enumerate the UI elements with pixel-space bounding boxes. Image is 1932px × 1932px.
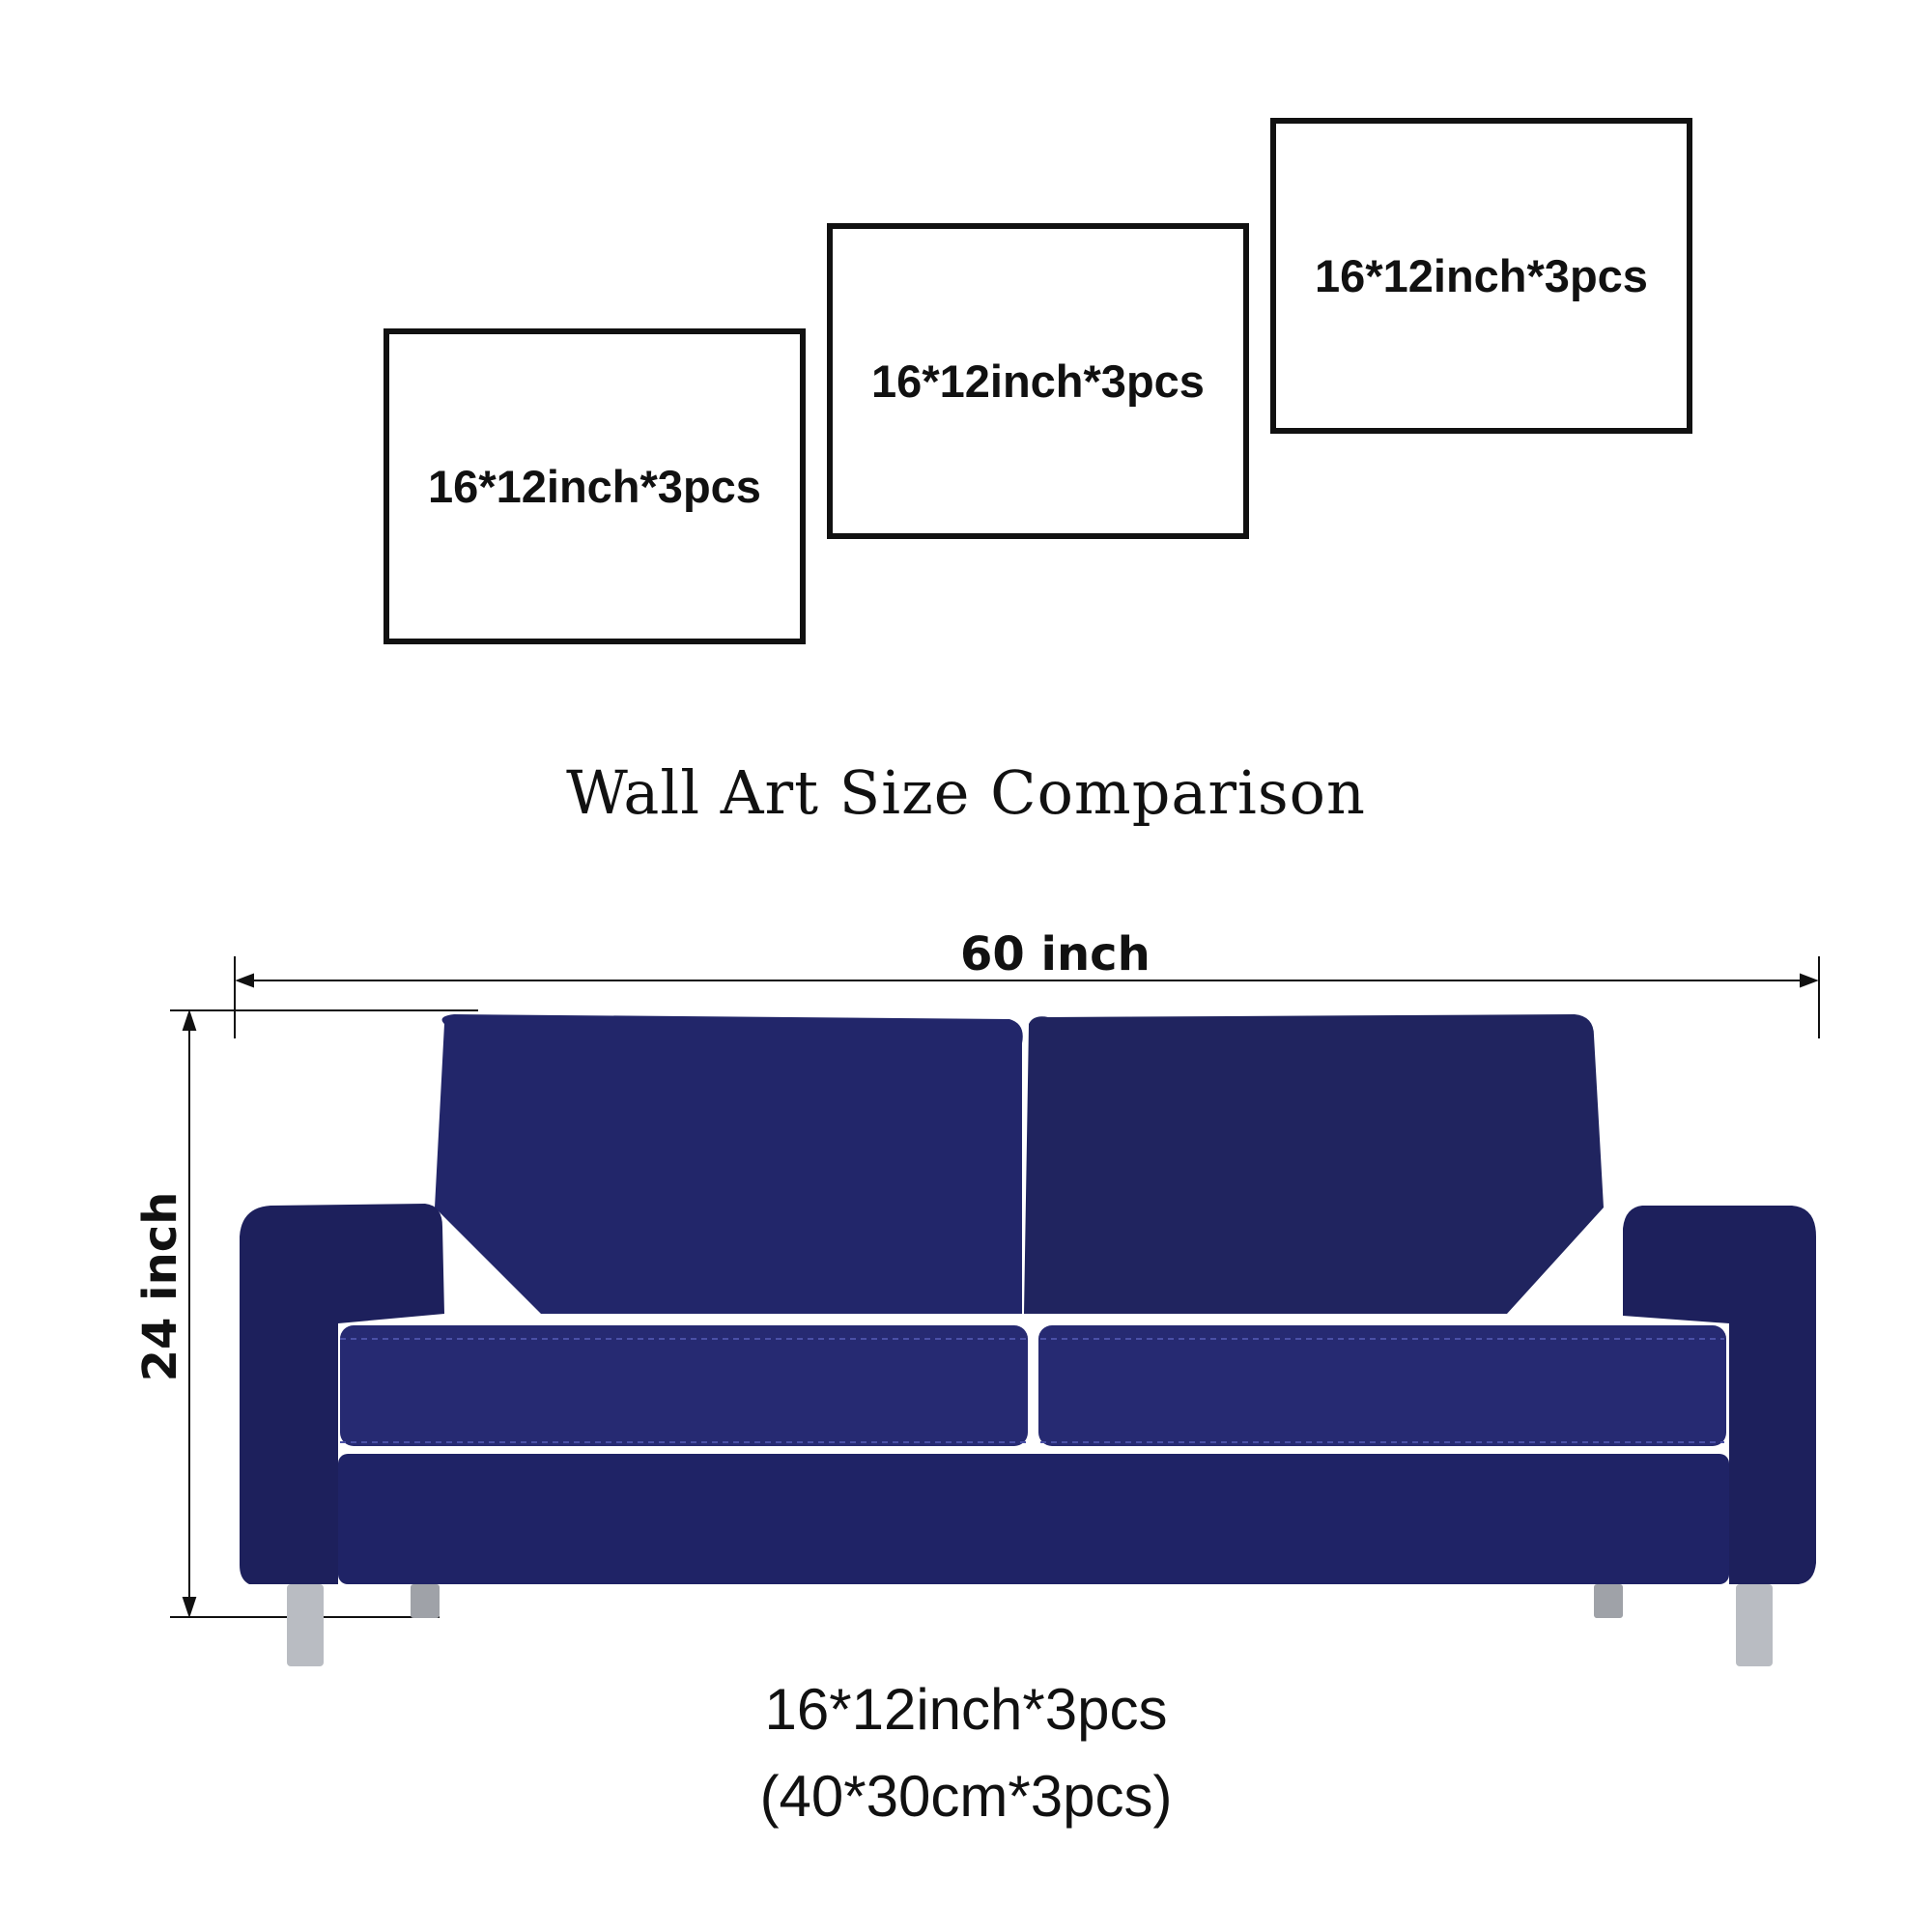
frame-size-label: 16*12inch*3pcs [428,461,761,512]
size-caption-inch: 16*12inch*3pcs [764,1677,1168,1742]
back-cushion-left [435,1014,1023,1314]
frame-size-label: 16*12inch*3pcs [1315,250,1648,301]
frame-size-label: 16*12inch*3pcs [871,355,1205,407]
wall-art-frame-right: 16*12inch*3pcs [1270,118,1692,434]
seat-cushion-left [340,1325,1028,1446]
sofa [240,1014,1816,1666]
sofa-leg [1594,1584,1623,1618]
back-cushion-right [1024,1014,1604,1314]
size-caption-cm: (40*30cm*3pcs) [759,1764,1173,1829]
width-dimension-line [234,956,1820,1038]
sofa-leg [411,1584,440,1618]
width-dimension-label: 60 inch [960,927,1151,981]
comparison-title: Wall Art Size Comparison [566,757,1366,828]
armrest-left [240,1204,444,1584]
sofa-leg [1736,1584,1773,1666]
sofa-base [338,1454,1729,1584]
height-dimension-label: 24 inch [133,1191,187,1382]
wall-art-frame-left: 16*12inch*3pcs [384,328,806,644]
wall-art-frame-middle: 16*12inch*3pcs [827,223,1249,539]
armrest-right [1623,1206,1816,1584]
sofa-leg [287,1584,324,1666]
seat-cushion-right [1038,1325,1726,1446]
